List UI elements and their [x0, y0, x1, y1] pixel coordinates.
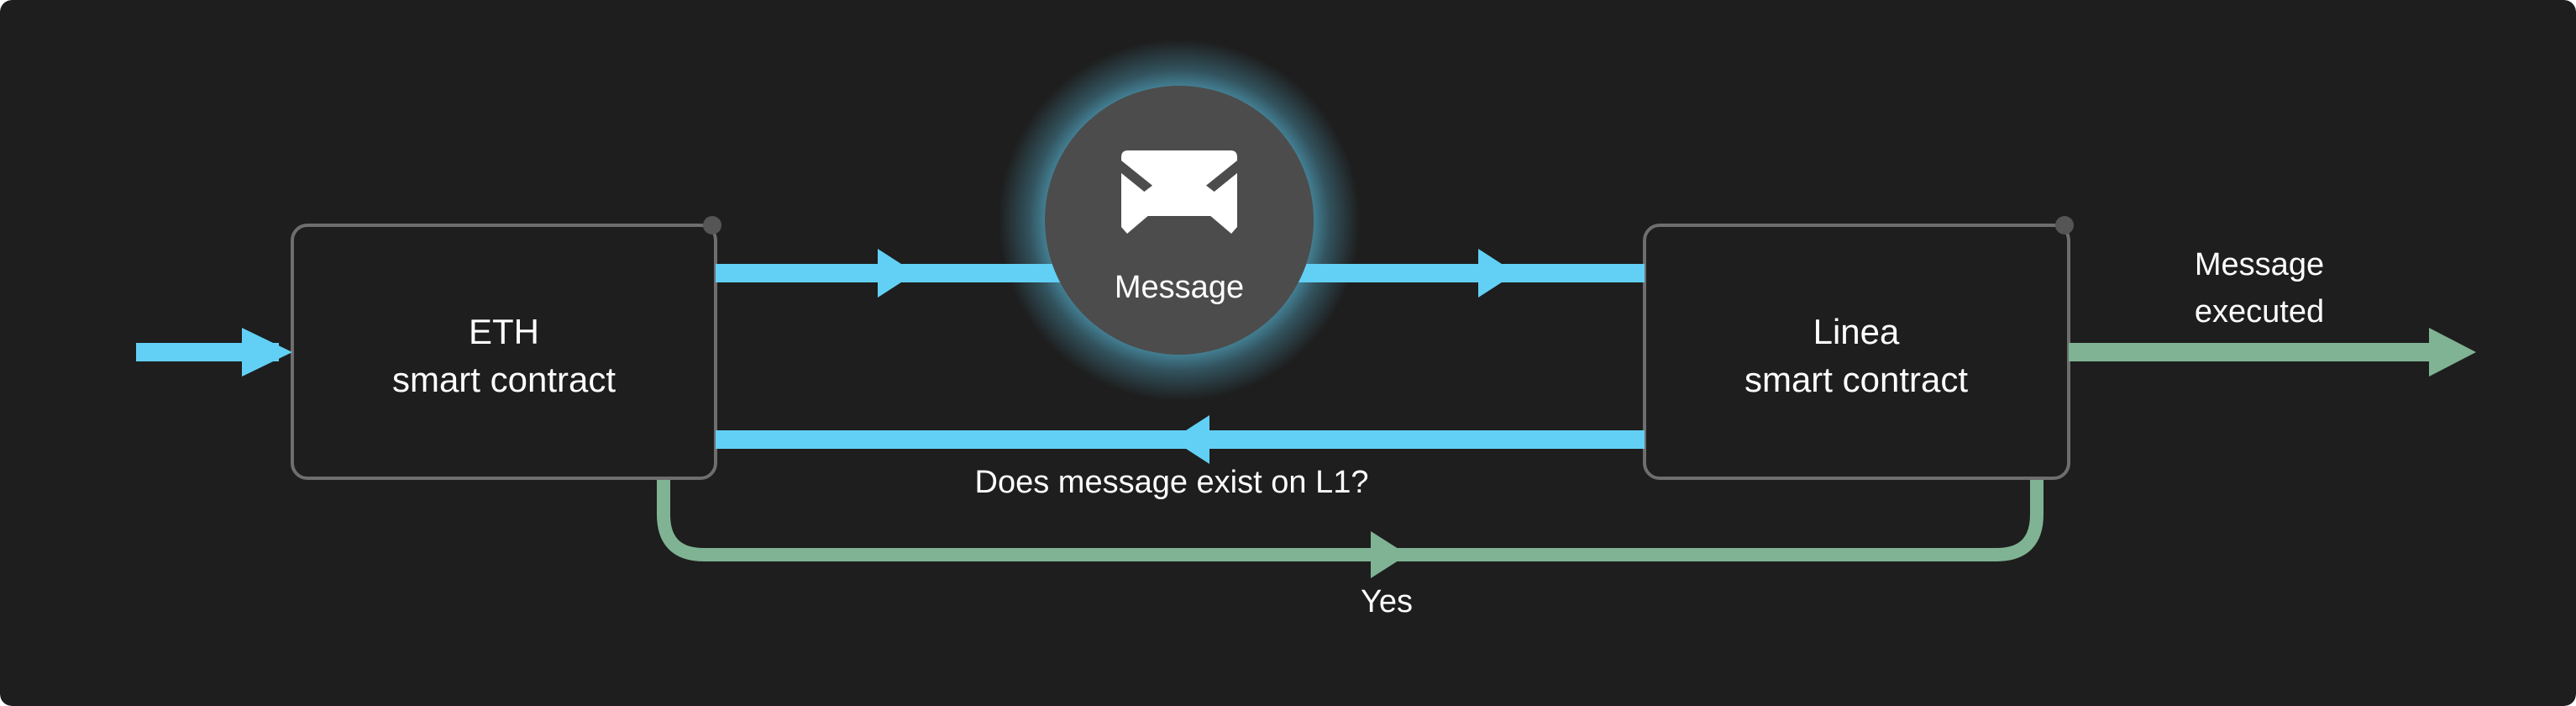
linea-node-handle-dot[interactable]	[2055, 216, 2074, 234]
eth-node-box	[291, 224, 717, 480]
linea-to-eth-arrowhead	[1172, 415, 1209, 464]
message-executed-label-line1: Message	[2195, 247, 2324, 282]
envelope-icon	[1121, 150, 1237, 234]
yes-loop-arrowhead	[1371, 531, 1408, 578]
linea-smart-contract-node[interactable]: Linea smart contract	[1643, 216, 2074, 480]
output-arrow-head	[2429, 328, 2476, 377]
message-circle	[1045, 86, 1314, 355]
input-arrow	[136, 328, 292, 377]
input-arrow-head	[242, 328, 292, 377]
message-executed-label-line2: executed	[2195, 294, 2324, 329]
yes-label: Yes	[1361, 584, 1413, 619]
output-arrow-shaft	[2069, 343, 2429, 361]
eth-to-linea-arrowhead-right	[1478, 249, 1516, 298]
linea-node-label-line2: smart contract	[1744, 360, 1968, 399]
eth-smart-contract-node[interactable]: ETH smart contract	[291, 216, 721, 480]
eth-node-handle-dot[interactable]	[703, 216, 721, 234]
does-message-exist-label: Does message exist on L1?	[975, 465, 1369, 500]
linea-to-eth-arrow	[716, 415, 1645, 464]
eth-node-label-line1: ETH	[469, 312, 539, 351]
yes-loop-path	[657, 478, 2043, 561]
message-label: Message	[1115, 270, 1244, 305]
eth-to-linea-arrowhead-left	[878, 249, 916, 298]
linea-node-box	[1643, 224, 2070, 480]
linea-node-label-line1: Linea	[1813, 312, 1900, 351]
message-node[interactable]: Message	[999, 40, 1360, 401]
message-executed-arrow	[2069, 328, 2476, 377]
eth-node-label-line2: smart contract	[392, 360, 616, 399]
